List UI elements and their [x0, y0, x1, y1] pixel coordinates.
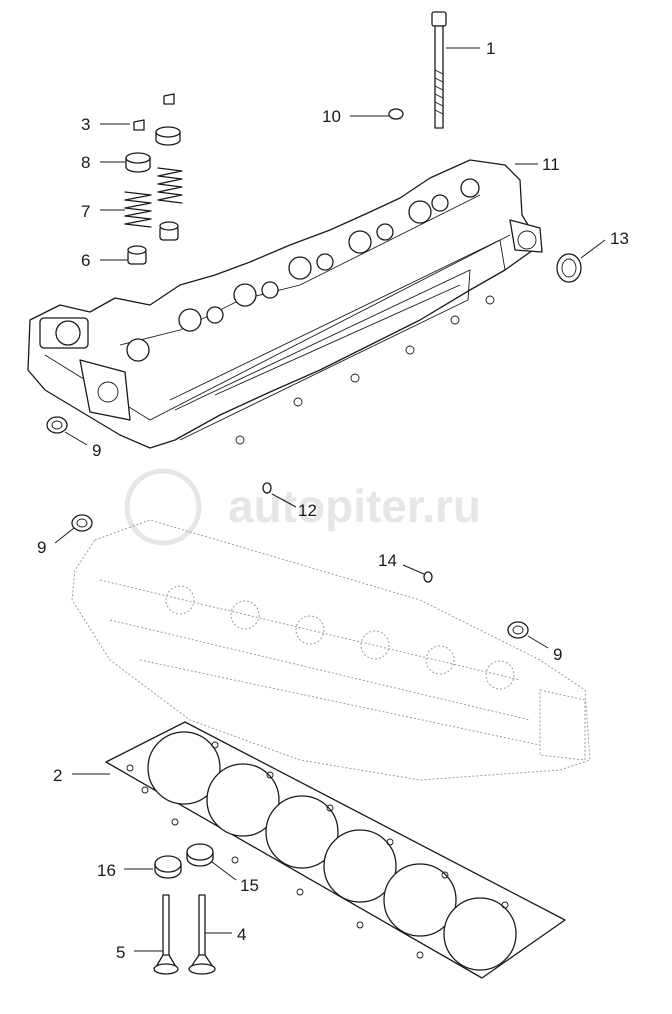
watermark-logo: [124, 468, 202, 546]
callout-2: 2: [53, 766, 62, 785]
head-bolt: [431, 11, 447, 129]
plug-9-c: [507, 621, 529, 639]
callout-9-b: 9: [37, 538, 46, 557]
o-ring-12: [262, 482, 272, 494]
callout-13: 13: [610, 229, 629, 248]
callout-4: 4: [237, 925, 246, 944]
leader-lines: [54, 47, 606, 952]
callout-3: 3: [81, 115, 90, 134]
seal-cup-13: [556, 253, 582, 283]
callout-labels: 1 2 3 4 5 6 7 8 9 9 9 10 11 12 13 14 15 …: [37, 39, 629, 962]
valve-keeper-a: [133, 119, 145, 131]
callout-11: 11: [542, 155, 560, 174]
callout-6: 6: [81, 251, 90, 270]
callout-5: 5: [116, 943, 125, 962]
plug-9-b: [71, 514, 93, 532]
exhaust-valve: [188, 894, 216, 975]
valve-stem-seal-left: [127, 245, 147, 265]
callout-10: 10: [322, 107, 341, 126]
valve-seat-15: [186, 843, 214, 867]
callout-8: 8: [81, 153, 90, 172]
o-ring: [388, 108, 404, 120]
head-gasket: [105, 721, 566, 979]
spring-retainer-right: [155, 126, 181, 146]
o-ring-14: [423, 571, 433, 583]
valve-stem-seal-right: [159, 221, 179, 241]
plug-9-a: [46, 416, 68, 434]
callout-16: 16: [97, 861, 116, 880]
engine-block-ghost: [71, 519, 591, 781]
valve-keeper-b: [163, 93, 175, 105]
callout-1: 1: [486, 39, 495, 58]
valve-spring-right: [157, 167, 183, 204]
valve-spring-left: [124, 191, 152, 228]
callout-7: 7: [81, 202, 90, 221]
callout-12: 12: [298, 501, 317, 520]
valve-seat-16: [154, 855, 182, 879]
intake-valve: [153, 894, 179, 975]
callout-9-c: 9: [553, 645, 562, 664]
cylinder-head: [27, 159, 543, 449]
callout-9-a: 9: [92, 441, 101, 460]
callout-14: 14: [378, 551, 397, 570]
callout-15: 15: [240, 876, 259, 895]
spring-retainer-left: [125, 152, 151, 173]
